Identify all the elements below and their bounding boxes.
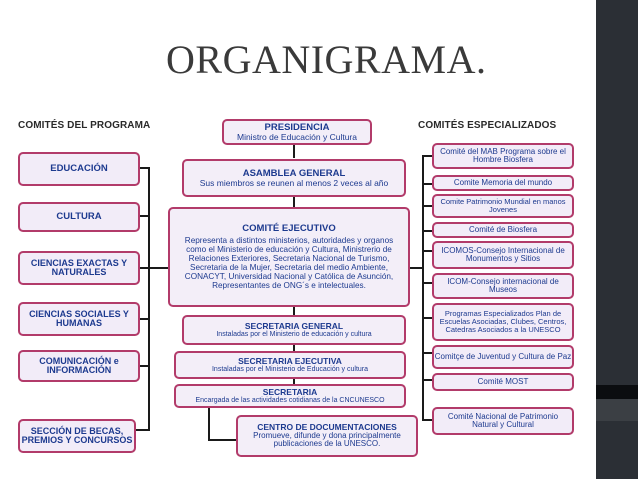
right-tick-6 (422, 282, 434, 284)
center-link-2 (293, 197, 295, 207)
sec-general-title: SECRETARIA GENERAL (244, 320, 344, 331)
center-to-right-line (410, 267, 424, 269)
right-box-label: Comite Memoria del mundo (453, 177, 553, 187)
left-box-cultura: CULTURA (18, 202, 140, 232)
left-tick-3 (138, 267, 150, 269)
left-box-label: CIENCIAS EXACTAS Y NATURALES (30, 257, 128, 277)
secretaria-box: SECRETARIA Encargada de las actividades … (174, 384, 406, 408)
centro-documentaciones-box: CENTRO DE DOCUMENTACIONES Promueve, difu… (236, 415, 418, 457)
center-link-3 (293, 307, 295, 315)
left-tick-5 (138, 365, 150, 367)
center-link-7 (208, 439, 238, 441)
center-link-4 (293, 345, 295, 352)
right-spine-line (422, 155, 424, 421)
secretaria-ejecutiva-box: SECRETARIA EJECUTIVA Instaladas por el M… (174, 351, 406, 379)
left-box-label: COMUNICACIÓN e INFORMACIÓN (39, 355, 119, 375)
center-link-1 (293, 144, 295, 158)
slide-side-bar (596, 0, 638, 479)
left-tick-1 (138, 167, 150, 169)
right-box-programas: Programas Especializados Plan de Escuela… (432, 303, 574, 341)
right-box-juventud: Comitçe de Juventud y Cultura de Paz (432, 345, 574, 369)
right-tick-9 (422, 379, 434, 381)
left-box-label: CIENCIAS SOCIALES Y HUMANAS (29, 308, 129, 328)
right-box-label: Comite Patrimonio Mundial en manos Joven… (440, 197, 566, 214)
right-box-icom: ICOM-Consejo internacional de Museos (432, 273, 574, 299)
left-tick-6 (134, 429, 150, 431)
secretaria-title: SECRETARIA (262, 386, 318, 397)
left-tick-2 (138, 215, 150, 217)
org-chart: COMITÉS DEL PROGRAMA COMITÉS ESPECIALIZA… (14, 107, 581, 462)
left-to-center-line (150, 267, 168, 269)
left-box-label: SECCIÓN DE BECAS, PREMIOS Y CONCURSOS (21, 425, 133, 445)
right-box-label: Programas Especializados Plan de Escuela… (439, 309, 567, 334)
sec-ejecutiva-title: SECRETARIA EJECUTIVA (238, 355, 342, 366)
secretaria-subtitle: Encargada de las actividades cotidianas … (195, 396, 385, 404)
center-link-5 (293, 379, 295, 385)
right-box-most: Comité MOST (432, 373, 574, 391)
left-box-comunicacion: COMUNICACIÓN e INFORMACIÓN (18, 350, 140, 382)
right-box-mab: Comité del MAB Programa sobre el Hombre … (432, 143, 574, 169)
right-tick-10 (422, 419, 434, 421)
right-box-patrimonio-nacional: Comité Nacional de Patrimonio Natural y … (432, 407, 574, 435)
left-box-label: EDUCACIÓN (50, 163, 108, 175)
left-box-ciencias-sociales: CIENCIAS SOCIALES Y HUMANAS (18, 302, 140, 336)
left-tick-4 (138, 318, 150, 320)
side-bar-accent-light (596, 399, 638, 421)
right-tick-1 (422, 155, 434, 157)
right-box-biosfera: Comité de Biosfera (432, 222, 574, 238)
comite-ejecutivo-box: COMITÉ EJECUTIVO Representa a distintos … (168, 207, 410, 307)
centro-title: CENTRO DE DOCUMENTACIONES (257, 422, 397, 433)
left-box-label: CULTURA (56, 211, 102, 223)
right-box-label: Comité Nacional de Patrimonio Natural y … (447, 411, 559, 429)
right-box-memoria: Comite Memoria del mundo (432, 175, 574, 191)
left-box-ciencias-exactas: CIENCIAS EXACTAS Y NATURALES (18, 251, 140, 285)
right-box-patrimonio-jovenes: Comite Patrimonio Mundial en manos Joven… (432, 194, 574, 218)
right-box-label: ICOM-Consejo internacional de Museos (447, 276, 559, 294)
right-box-label: Comité de Biosfera (468, 224, 538, 234)
center-link-6 (208, 407, 210, 441)
asamblea-title: ASAMBLEA GENERAL (242, 167, 346, 179)
right-box-label: Comité del MAB Programa sobre el Hombre … (440, 146, 566, 164)
presidencia-subtitle: Ministro de Educación y Cultura (236, 131, 357, 142)
right-box-icomos: ICOMOS-Consejo Internacional de Monument… (432, 241, 574, 269)
sec-ejecutiva-subtitle: Instaladas por el Ministerio de Educació… (211, 365, 369, 373)
right-box-label: Comité MOST (477, 376, 529, 386)
secretaria-general-box: SECRETARIA GENERAL Instaladas por el Min… (182, 315, 406, 345)
comite-body: Representa a distintos ministerios, auto… (184, 235, 394, 291)
right-column-header: COMITÉS ESPECIALIZADOS (418, 120, 557, 131)
right-tick-8 (422, 352, 434, 354)
right-box-label: ICOMOS-Consejo Internacional de Monument… (441, 245, 565, 263)
centro-subtitle: Promueve, difunde y dona principalmente … (253, 431, 401, 449)
slide-title: ORGANIGRAMA. (166, 37, 487, 82)
sec-general-subtitle: Instaladas por el Ministerio de educació… (216, 330, 372, 338)
side-bar-accent (596, 385, 638, 399)
right-tick-3 (422, 205, 434, 207)
asamblea-subtitle: Sus miembros se reunen al menos 2 veces … (199, 177, 389, 188)
right-tick-4 (422, 230, 434, 232)
right-box-label: Comitçe de Juventud y Cultura de Paz (434, 351, 572, 361)
right-tick-7 (422, 317, 434, 319)
right-tick-2 (422, 183, 434, 185)
asamblea-box: ASAMBLEA GENERAL Sus miembros se reunen … (182, 159, 406, 197)
right-tick-5 (422, 250, 434, 252)
presidencia-box: PRESIDENCIA Ministro de Educación y Cult… (222, 119, 372, 145)
presidencia-title: PRESIDENCIA (264, 121, 330, 133)
left-spine-line (148, 167, 150, 431)
left-column-header: COMITÉS DEL PROGRAMA (18, 120, 151, 131)
left-box-educacion: EDUCACIÓN (18, 152, 140, 186)
left-box-becas: SECCIÓN DE BECAS, PREMIOS Y CONCURSOS (18, 419, 136, 453)
comite-title: COMITÉ EJECUTIVO (242, 222, 336, 234)
